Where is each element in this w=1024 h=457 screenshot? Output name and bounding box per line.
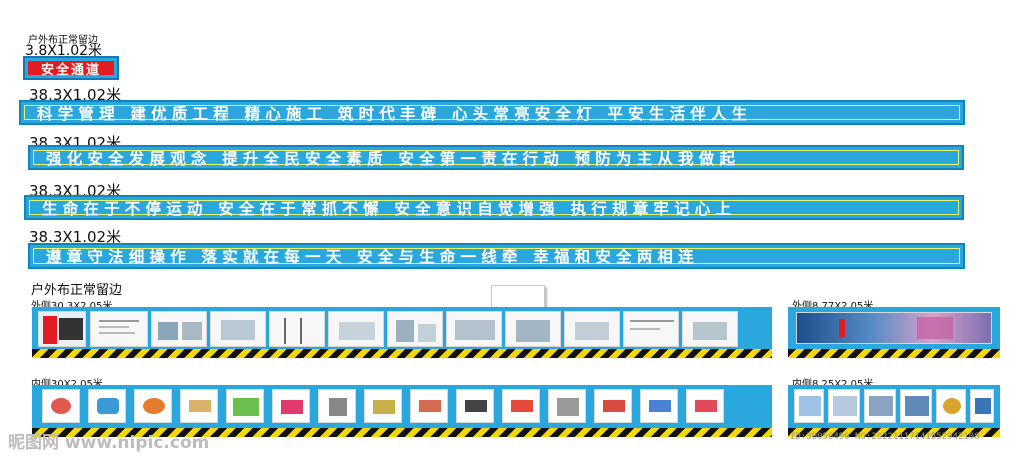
outer-right-photo: [796, 312, 992, 344]
banner-2-text: 强化安全发展观念 提升全民安全素质 安全第一责在行动 预防为主从我做起: [46, 149, 741, 168]
inner-left-tile-6: [272, 389, 310, 423]
outer-left-hazard-stripe: [32, 349, 772, 358]
banner-2: 强化安全发展观念 提升全民安全素质 安全第一责在行动 预防为主从我做起: [28, 145, 964, 170]
inner-left-tile-4: [180, 389, 218, 423]
inner-left-tile-5: [226, 389, 264, 423]
inner-right-tile-2: [828, 389, 860, 423]
inner-left-tile-8: [364, 389, 402, 423]
inner-right-size-label: 内侧8.25X2.05米: [792, 375, 873, 390]
inner-right-tile-1: [794, 389, 824, 423]
inner-left-tile-10: [456, 389, 494, 423]
banner-1-size-label: 38.3X1.02米: [29, 86, 122, 104]
inner-left-hazard-stripe: [32, 428, 772, 437]
watermark-site: 昵图网 www.nipic.com: [8, 433, 210, 453]
inner-left-tile-15: [686, 389, 724, 423]
inner-left-size-label: 内侧30X2.05米: [31, 375, 103, 390]
banner-3-text: 生命在于不停运动 安全在于常抓不懈 安全意识自觉增强 执行规章牢记心上: [42, 199, 737, 218]
inner-left-tile-14: [640, 389, 678, 423]
inner-left-tile-1: [42, 389, 80, 423]
watermark-id: ID:30056490 NO:20221117141552942108: [790, 432, 980, 442]
inner-right-tile-4: [900, 389, 932, 423]
outer-left-size-label: 外侧30.3X2.05米: [31, 297, 112, 312]
inner-left-tile-13: [594, 389, 632, 423]
banner-4: 遵章守法细操作 落实就在每一天 安全与生命一线牵 幸福和安全两相连: [28, 243, 965, 269]
outer-left-tile-7: [387, 311, 443, 347]
outer-left-tile-8: [446, 311, 502, 347]
banner-1-text: 科学管理 建优质工程 精心施工 筑时代丰碑 心头常亮安全灯 平安生活伴人生: [37, 104, 753, 123]
outer-left-tile-4: [210, 311, 266, 347]
banner-1: 科学管理 建优质工程 精心施工 筑时代丰碑 心头常亮安全灯 平安生活伴人生: [19, 100, 965, 125]
banner-4-text: 遵章守法细操作 落实就在每一天 安全与生命一线牵 幸福和安全两相连: [46, 248, 699, 266]
safety-passage-text: 安全通道: [28, 61, 114, 78]
outer-left-tile-1: [38, 311, 86, 347]
outer-left-tile-11: [623, 311, 679, 347]
inner-right-hazard-stripe: [788, 428, 1000, 437]
outer-left-tile-10: [564, 311, 620, 347]
inner-left-board: [32, 385, 772, 437]
outer-left-tile-9: [505, 311, 561, 347]
inner-left-tile-2: [88, 389, 126, 423]
inner-left-tile-12: [548, 389, 586, 423]
inner-right-board: [788, 385, 1000, 437]
outer-left-tile-12: [682, 311, 738, 347]
outer-left-tile-2: [90, 311, 148, 347]
outer-right-board: [788, 307, 1000, 358]
inner-left-tile-9: [410, 389, 448, 423]
outer-left-tile-6: [328, 311, 384, 347]
inner-right-tile-6: [970, 389, 994, 423]
outer-left-board: [32, 307, 772, 358]
inner-right-tile-3: [864, 389, 896, 423]
outer-right-hazard-stripe: [788, 349, 1000, 358]
banner-3: 生命在于不停运动 安全在于常抓不懈 安全意识自觉增强 执行规章牢记心上: [24, 195, 964, 220]
outer-left-tile-5: [269, 311, 325, 347]
safety-passage-sign: 安全通道: [23, 56, 119, 80]
outer-right-size-label: 外侧8.77X2.05米: [792, 297, 873, 312]
inner-left-tile-11: [502, 389, 540, 423]
outer-left-tile-3: [151, 311, 207, 347]
safety-size-label: 3.8X1.02米: [25, 43, 103, 59]
banner-4-size-label: 38.3X1.02米: [29, 228, 122, 246]
mid-note-label: 户外布正常留边: [31, 283, 123, 298]
blank-sheet-image: [491, 285, 545, 309]
inner-right-tile-5: [936, 389, 966, 423]
top-note-label: 户外布正常留边: [28, 35, 98, 46]
inner-left-tile-3: [134, 389, 172, 423]
inner-left-tile-7: [318, 389, 356, 423]
